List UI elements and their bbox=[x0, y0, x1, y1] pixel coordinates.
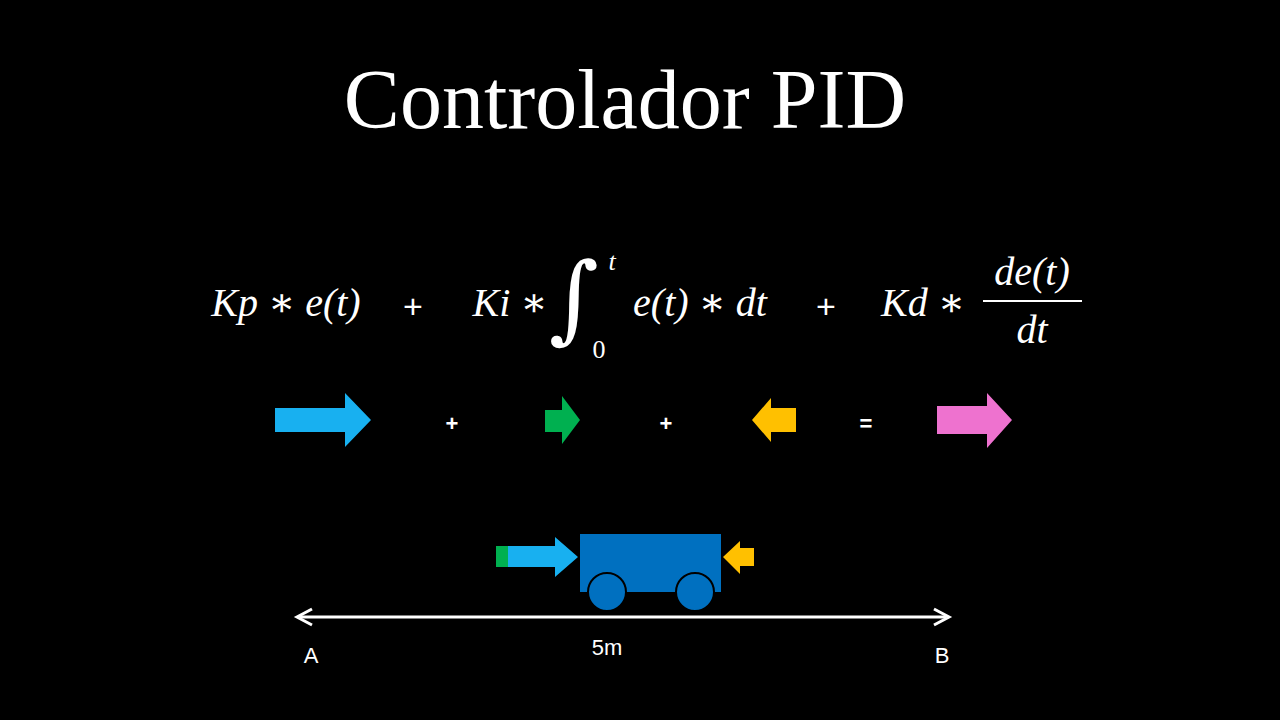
fraction-numerator: de(t) bbox=[994, 252, 1070, 292]
formula-term: e(t) ∗ dt bbox=[633, 283, 767, 323]
point-label: B bbox=[935, 645, 950, 667]
plus-sign: + bbox=[660, 413, 673, 435]
integral-sign: ∫ bbox=[549, 250, 599, 346]
derivative-force bbox=[723, 541, 754, 574]
plus-sign: + bbox=[403, 289, 423, 323]
formula-term: Kp ∗ e(t) bbox=[211, 283, 360, 323]
integral-limit: 0 bbox=[593, 337, 606, 363]
cart-wheel bbox=[676, 573, 714, 611]
proportional-force bbox=[508, 537, 578, 577]
dimension: 5m bbox=[592, 637, 623, 659]
fraction-bar bbox=[983, 300, 1082, 302]
arrow-head bbox=[297, 609, 312, 625]
formula-term: Kd ∗ bbox=[881, 283, 965, 323]
cart-wheel bbox=[588, 573, 626, 611]
title: Controlador PID bbox=[344, 58, 906, 142]
integral-limit: t bbox=[608, 249, 615, 275]
integral-arrow bbox=[545, 396, 580, 444]
distance-line bbox=[300, 616, 946, 619]
derivative-arrow bbox=[752, 398, 796, 442]
arrow-head bbox=[934, 609, 949, 625]
formula-term: Ki ∗ bbox=[473, 283, 548, 323]
result-arrow bbox=[937, 393, 1012, 448]
point-label: A bbox=[304, 645, 319, 667]
plus-sign: + bbox=[446, 413, 459, 435]
fraction-denominator: dt bbox=[1016, 310, 1047, 350]
equals-sign: = bbox=[860, 413, 873, 435]
plus-sign: + bbox=[816, 289, 836, 323]
integral-force bbox=[496, 546, 508, 567]
proportional-arrow bbox=[275, 393, 371, 447]
